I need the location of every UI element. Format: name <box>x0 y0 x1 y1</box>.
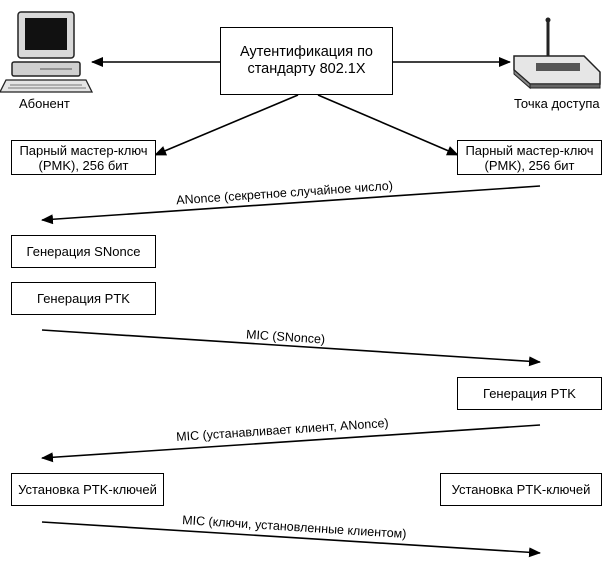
arrow-to-left-pmk <box>154 94 299 156</box>
arrow-mic-install <box>41 424 541 463</box>
wireless-router-icon <box>513 17 601 90</box>
gen-snonce-box: Генерация SNonce <box>11 235 156 268</box>
arrow-mic-keys <box>41 521 541 558</box>
auth-8021x-box: Аутентификация по стандарту 802.1X <box>220 27 393 95</box>
subscriber-label: Абонент <box>19 96 70 111</box>
install-ptk-left-box: Установка PTK-ключей <box>11 473 164 506</box>
install-ptk-right-box: Установка PTK-ключей <box>440 473 602 506</box>
access-point-label: Точка доступа <box>514 96 600 111</box>
arrow-to-right-pmk <box>317 94 459 156</box>
right-pmk-box: Парный мастер-ключ (PMK), 256 бит <box>457 140 602 175</box>
arrow-mic-snonce <box>41 329 541 367</box>
gen-ptk-left-box: Генерация PTK <box>11 282 156 315</box>
computer-icon <box>0 11 94 93</box>
gen-ptk-right-box: Генерация PTK <box>457 377 602 410</box>
arrow-anonce <box>41 185 541 225</box>
left-pmk-box: Парный мастер-ключ (PMK), 256 бит <box>11 140 156 175</box>
